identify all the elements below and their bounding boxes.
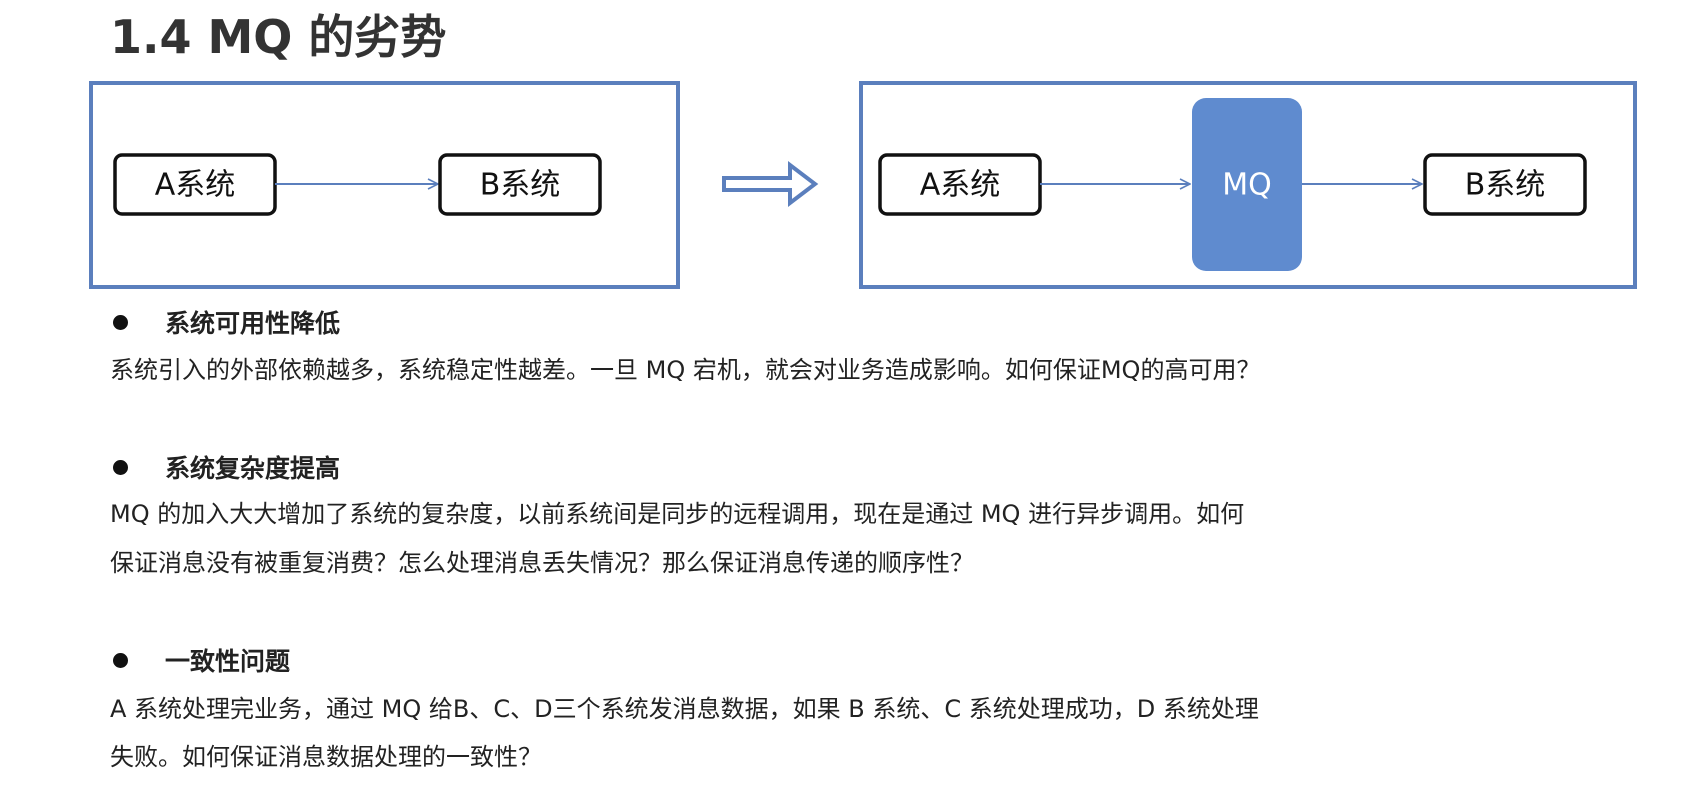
section-heading: 系统复杂度提高 [165, 454, 341, 483]
bullet-dot-icon [113, 652, 128, 668]
section-heading: 一致性问题 [165, 647, 291, 676]
section-paragraph-line: 系统引入的外部依赖越多，系统稳定性越差。一旦 MQ 宕机，就会对业务造成影响。如… [110, 356, 1261, 384]
mq-box: MQ [1192, 98, 1302, 271]
bullet-dot-icon [113, 459, 128, 475]
page-title: 1.4 MQ 的劣势 [110, 10, 447, 64]
left-system-b-box: B系统 [438, 153, 602, 216]
section-paragraph-line: MQ 的加入大大增加了系统的复杂度，以前系统间是同步的远程调用，现在是通过 MQ… [110, 500, 1245, 528]
architecture-diagram: A系统 B系统 A系统 MQ B系统 [89, 81, 1637, 289]
left-system-a-label: A系统 [155, 168, 236, 203]
mq-label: MQ [1222, 168, 1272, 203]
right-panel-frame [859, 81, 1637, 289]
right-system-b-box: B系统 [1423, 153, 1587, 216]
section-paragraph-line: 失败。如何保证消息数据处理的一致性？ [110, 743, 542, 771]
right-system-a-label: A系统 [920, 168, 1001, 203]
left-panel-direct-call: A系统 B系统 [89, 81, 680, 289]
section-heading: 系统可用性降低 [165, 309, 341, 338]
right-system-a-box: A系统 [878, 153, 1042, 216]
right-system-b-label: B系统 [1465, 168, 1546, 203]
right-panel-via-mq: A系统 MQ B系统 [859, 81, 1637, 289]
left-system-a-box: A系统 [113, 153, 277, 216]
left-system-b-label: B系统 [480, 168, 561, 203]
left-panel-frame [89, 81, 680, 289]
bullet-dot-icon [113, 314, 128, 330]
bullet-availability: 系统可用性降低 [110, 302, 340, 342]
section-paragraph-line: A 系统处理完业务，通过 MQ 给B、C、D三个系统发消息数据，如果 B 系统、… [110, 695, 1259, 723]
bullet-consistency: 一致性问题 [110, 640, 290, 680]
double-right-arrow-icon [722, 160, 819, 208]
section-paragraph-line: 保证消息没有被重复消费？怎么处理消息丢失情况？那么保证消息传递的顺序性？ [110, 549, 974, 577]
bullet-complexity: 系统复杂度提高 [110, 447, 340, 487]
